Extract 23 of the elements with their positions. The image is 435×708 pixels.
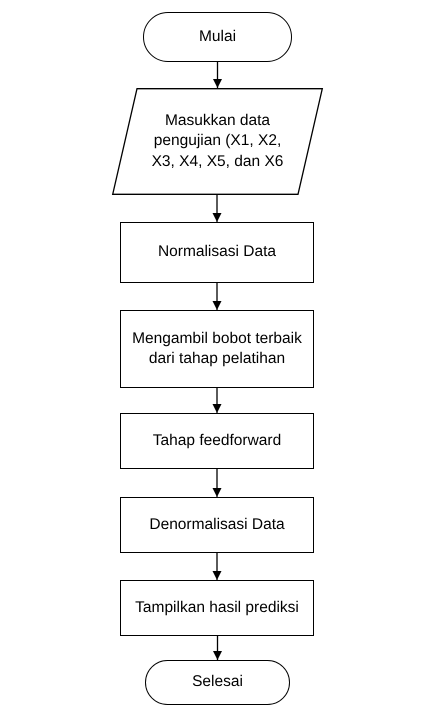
arrow [212, 388, 222, 413]
node-label: Mengambil bobot terbaik dari tahap pelatihan [131, 328, 303, 369]
process-box [120, 310, 314, 388]
process-box [120, 413, 314, 469]
process-box [120, 222, 314, 283]
node-label: Mulai [198, 26, 236, 47]
arrow [212, 283, 222, 310]
terminator-shape [145, 660, 290, 705]
arrow [212, 469, 222, 497]
terminator-shape [143, 12, 292, 62]
process-box [120, 497, 314, 553]
arrow [212, 553, 222, 580]
node-label: Selesai [192, 672, 243, 692]
arrow [212, 195, 222, 222]
node-label: Denormalisasi Data [149, 514, 285, 535]
node-label: Tahap feedforward [152, 430, 282, 451]
process-box [120, 580, 314, 636]
input-parallelogram [112, 88, 323, 195]
arrow [213, 636, 222, 660]
node-label: Masukkan data pengujian (X1, X2, X3, X4, X5, dan X6 [150, 111, 284, 172]
node-label: Normalisasi Data [158, 242, 276, 262]
arrow [213, 62, 222, 88]
node-label: Tampilkan hasil prediksi [135, 598, 299, 618]
